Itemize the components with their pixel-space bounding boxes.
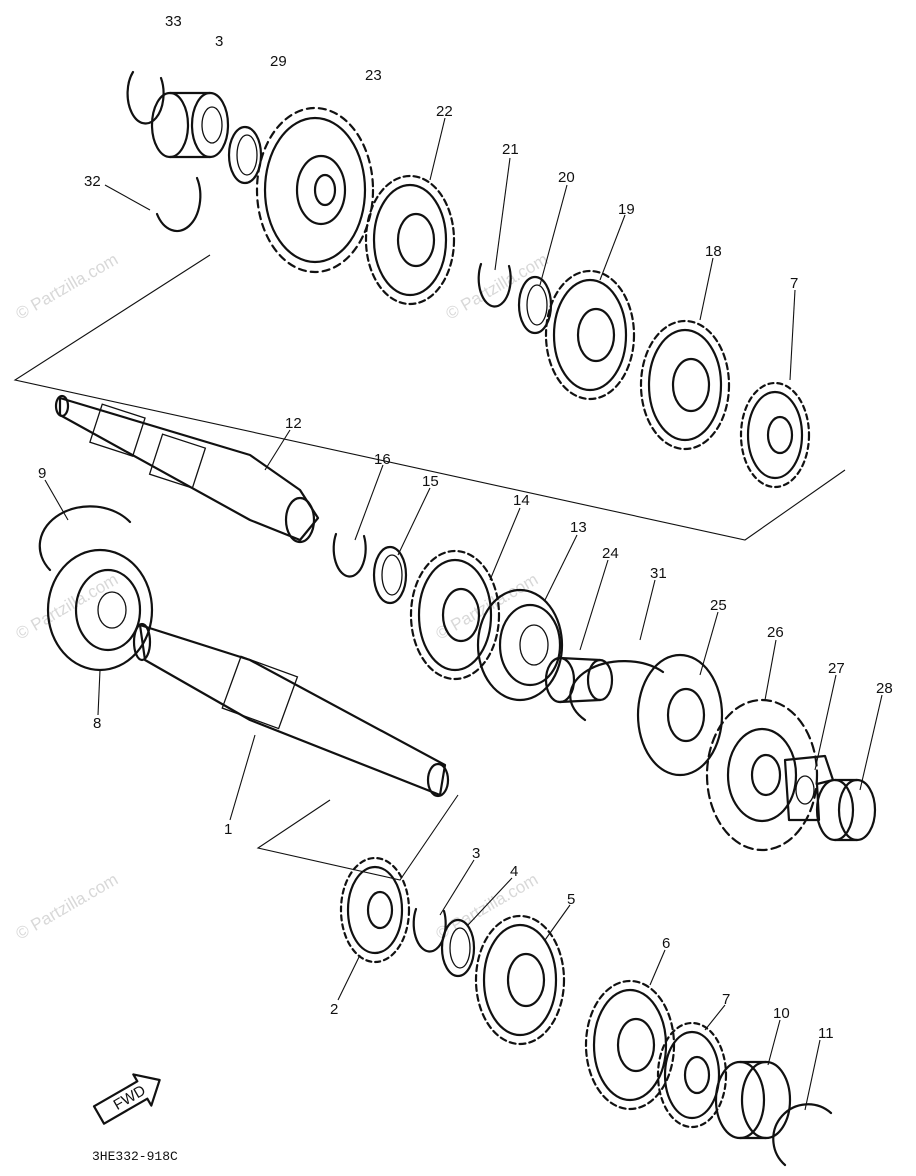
main-axle-outline	[256, 794, 459, 881]
watermark-text: © Partzilla.com	[13, 250, 122, 324]
drive-axle-12	[54, 394, 320, 544]
gear-2	[339, 856, 411, 964]
washer-29	[227, 125, 263, 185]
label-part-1: 1	[224, 821, 232, 838]
nut-28	[815, 778, 877, 842]
label-part-19: 19	[618, 201, 635, 218]
circlip-16	[332, 532, 367, 578]
watermark-layer: © Partzilla.com © Partzilla.com © Partzi…	[13, 250, 552, 944]
main-axle-1	[132, 622, 450, 798]
forward-arrow-icon: FWD	[92, 1073, 161, 1125]
washer-15	[372, 545, 408, 605]
label-part-29: 29	[270, 53, 287, 70]
gear-18	[639, 319, 731, 451]
circlip-11	[772, 1103, 833, 1167]
label-part-3: 3	[472, 845, 480, 862]
part-labels: 1 2 3 4 5 6 7 10 11 8 9 12 16 15 14 13 2…	[38, 13, 893, 1042]
circlip-33	[126, 70, 165, 125]
label-part-3b: 3	[215, 33, 223, 50]
label-part-18: 18	[705, 243, 722, 260]
gear-17	[739, 381, 811, 489]
label-part-6: 6	[662, 935, 670, 952]
circlip-9	[38, 505, 132, 572]
label-part-5: 5	[567, 891, 575, 908]
sprocket-26	[705, 698, 819, 852]
label-part-33: 33	[165, 13, 182, 30]
watermark-text: © Partzilla.com	[13, 870, 122, 944]
bearing-30	[150, 91, 230, 159]
drive-axle-outline	[13, 254, 846, 541]
collar-24	[544, 656, 614, 704]
label-part-2: 2	[330, 1001, 338, 1018]
bearing-10	[714, 1060, 792, 1140]
washer-4	[440, 918, 476, 978]
label-part-7b: 7	[790, 275, 798, 292]
label-part-26: 26	[767, 624, 784, 641]
label-part-32: 32	[84, 173, 101, 190]
label-part-27: 27	[828, 660, 845, 677]
lock-washer-27	[783, 754, 835, 822]
gear-19	[544, 269, 636, 401]
gear-6	[584, 979, 676, 1111]
label-part-16: 16	[374, 451, 391, 468]
watermark-text: © Partzilla.com	[433, 870, 542, 944]
gear-23	[255, 106, 375, 274]
label-part-13: 13	[570, 519, 587, 536]
circlip-31	[569, 660, 665, 722]
label-part-4: 4	[510, 863, 518, 880]
label-part-23: 23	[365, 67, 382, 84]
diagram-code: 3HE332-918C	[92, 1149, 178, 1164]
leader-lines	[44, 117, 883, 1111]
label-part-25: 25	[710, 597, 727, 614]
gear-5	[474, 914, 566, 1046]
bearing-13	[476, 588, 564, 702]
label-part-22: 22	[436, 103, 453, 120]
label-part-15: 15	[422, 473, 439, 490]
circlip-32	[155, 176, 202, 233]
label-part-24: 24	[602, 545, 619, 562]
label-part-31: 31	[650, 565, 667, 582]
gear-22	[364, 174, 456, 306]
label-part-12: 12	[285, 415, 302, 432]
label-part-21: 21	[502, 141, 519, 158]
label-part-11: 11	[818, 1025, 834, 1042]
label-part-28: 28	[876, 680, 893, 697]
label-part-14: 14	[513, 492, 530, 509]
label-part-9: 9	[38, 465, 46, 482]
label-part-10: 10	[773, 1005, 790, 1022]
label-part-7: 7	[722, 991, 730, 1008]
watermark-text: © Partzilla.com	[443, 250, 552, 324]
watermark-text: © Partzilla.com	[13, 570, 122, 644]
label-part-8: 8	[93, 715, 101, 732]
oil-seal-25	[636, 653, 724, 777]
label-part-20: 20	[558, 169, 575, 186]
